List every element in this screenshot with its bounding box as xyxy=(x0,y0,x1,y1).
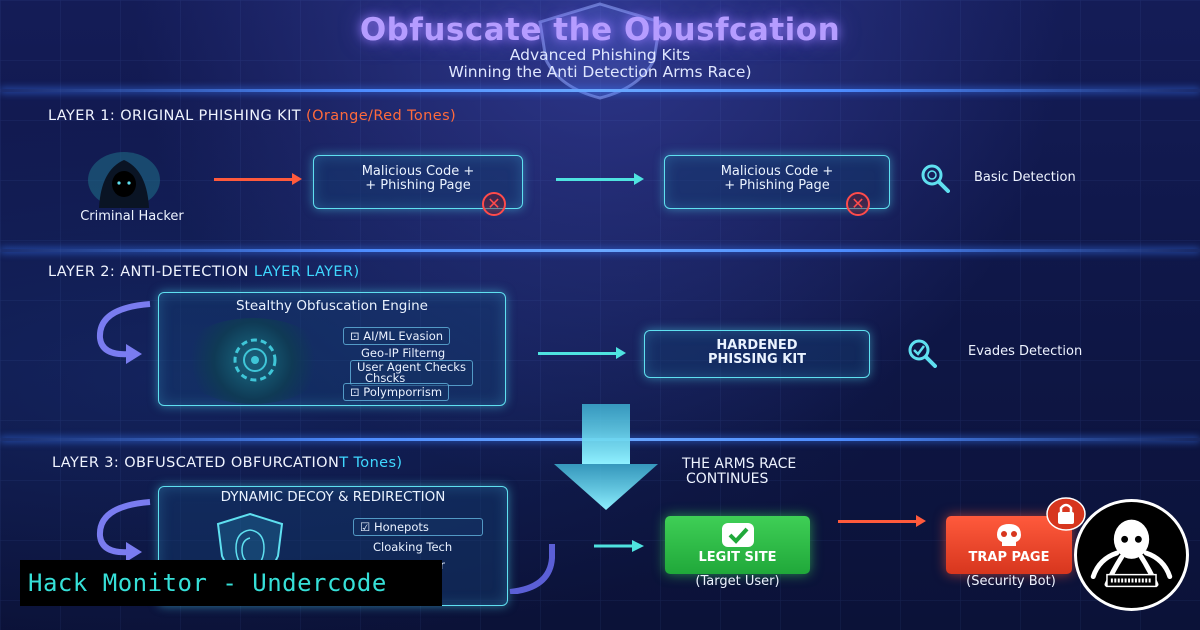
feature-honeypots: ☑ Honepots xyxy=(353,518,483,536)
octopus-logo-icon xyxy=(1074,499,1189,611)
subtitle-line-2: Winning the Anti Detection Arms Race) xyxy=(448,63,752,81)
arrow-orange-1 xyxy=(214,173,302,185)
engine-title: Stealthy Obfuscation Engine xyxy=(236,298,428,314)
arms-race-line-2: CONTINUES xyxy=(686,471,769,487)
feature-user-agent-label: User Agent Checks xyxy=(357,360,466,374)
arrow-cyan-1 xyxy=(556,173,644,185)
arms-race-line-1: THE ARMS RACE xyxy=(682,456,797,472)
feature-polymorphism-label: Polymporrism xyxy=(363,385,443,399)
layer-2-title: LAYER 2: ANTI-DETECTION LAYER LAYER) xyxy=(48,264,360,280)
divider-layer-1 xyxy=(0,249,1200,252)
criminal-hacker-label: Criminal Hacker xyxy=(80,209,184,224)
layer-1-title: LAYER 1: ORIGINAL PHISHING KIT (Orange/R… xyxy=(48,108,456,124)
trap-page-label: TRAP PAGE xyxy=(968,550,1050,565)
feature-cloaking: Cloaking Tech xyxy=(367,539,458,555)
redirect-arrow xyxy=(509,540,644,594)
decoy-title: DYNAMIC DECOY & REDIRECTION xyxy=(220,489,446,505)
down-arrow-large xyxy=(554,404,658,510)
loop-arrow-left-3 xyxy=(96,499,151,562)
feature-ai-ml-evasion: ⊡ AI/ML Evasion xyxy=(343,327,451,345)
malicious-code-box-2: Malicious Code + + Phishing Page xyxy=(664,155,890,209)
lock-icon xyxy=(1046,497,1086,531)
trap-page-caption: (Security Bot) xyxy=(966,574,1056,589)
watermark-banner: Hack Monitor - Undercode xyxy=(20,560,442,606)
legit-site-label: LEGIT SITE xyxy=(698,550,777,565)
x-circle-icon: ✕ xyxy=(482,192,506,216)
evades-detection-label: Evades Detection xyxy=(968,344,1083,359)
legit-site-badge: LEGIT SITE xyxy=(665,516,810,574)
arms-race-text: THE ARMS RACE CONTINUES xyxy=(682,457,796,487)
divider-top xyxy=(0,89,1200,92)
layer-3-label-accent: T Tones) xyxy=(339,455,403,471)
basic-detection-label: Basic Detection xyxy=(974,170,1076,185)
feature-user-agent: User Agent Checks Chscks xyxy=(350,360,473,386)
box-1-line-1: Malicious Code + xyxy=(361,164,475,179)
feature-user-agent-sublabel: Chscks xyxy=(365,371,406,385)
page-title: Obfuscate the Obusfcation xyxy=(359,12,841,48)
legit-site-caption: (Target User) xyxy=(695,574,780,589)
shield-icon xyxy=(538,2,662,100)
feature-ai-ml-label: AI/ML Evasion xyxy=(363,329,444,343)
box-2-line-2: + Phishing Page xyxy=(724,178,830,193)
subtitle-line-1: Advanced Phishing Kits xyxy=(509,46,691,64)
kit-line-2: PHISSING KIT xyxy=(707,352,807,367)
x-circle-icon: ✕ xyxy=(846,192,870,216)
arrow-orange-2 xyxy=(838,515,926,527)
box-1-line-2: + Phishing Page xyxy=(365,178,471,193)
layer-2-label: LAYER 2: ANTI-DETECTION xyxy=(48,264,249,280)
magnifier-icon xyxy=(921,164,950,193)
checkbox-icon: ☑ xyxy=(360,520,371,534)
feature-polymorphism: ⊡ Polymporrism xyxy=(343,383,450,401)
layer-3-title: LAYER 3: OBFUSCATED OBFURCATIONT Tones) xyxy=(52,455,403,471)
feature-geo-ip-label: Geo-IP Filterng xyxy=(361,346,446,360)
hooded-hacker-icon xyxy=(88,152,160,208)
layer-1-label: LAYER 1: ORIGINAL PHISHING KIT xyxy=(48,108,301,124)
magnifier-check-icon xyxy=(908,339,937,368)
layer-1-label-accent: (Orange/Red Tones) xyxy=(306,108,457,124)
kit-line-1: HARDENED xyxy=(716,338,798,353)
loop-arrow-left-2 xyxy=(96,301,151,364)
feature-geo-ip: Geo-IP Filterng xyxy=(355,345,451,361)
box-2-line-1: Malicious Code + xyxy=(720,164,834,179)
trap-page-badge: TRAP PAGE xyxy=(946,516,1072,574)
layer-3-label: LAYER 3: OBFUSCATED OBFURCATION xyxy=(52,455,340,471)
checkmark-icon xyxy=(721,523,754,547)
hardened-kit-box: HARDENED PHISSING KIT xyxy=(644,330,870,378)
arrow-cyan-2 xyxy=(538,347,626,359)
gear-icon xyxy=(233,338,277,382)
feature-cloaking-label: Cloaking Tech xyxy=(373,540,453,554)
feature-honeypots-label: Honepots xyxy=(373,520,429,534)
skull-icon xyxy=(997,524,1021,546)
layer-2-label-accent: LAYER LAYER) xyxy=(253,264,360,280)
